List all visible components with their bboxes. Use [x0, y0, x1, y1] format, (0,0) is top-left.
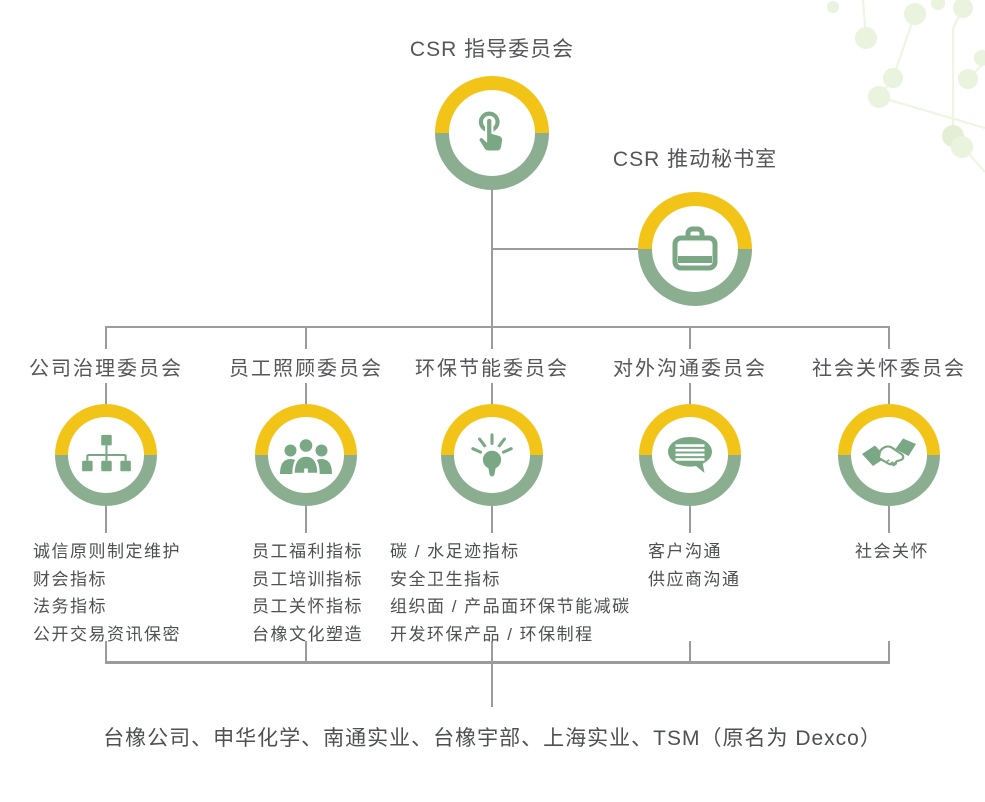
- connector-stub: [105, 641, 107, 662]
- connector-stub: [491, 328, 493, 349]
- list-item: 诚信原则制定维护: [33, 542, 181, 561]
- list-item: 财会指标: [33, 569, 107, 589]
- committee-node-environment: [441, 404, 543, 506]
- committee-items-social-care: 社会关怀: [855, 538, 929, 566]
- committee-items-environment: 碳 / 水足迹指标 安全卫生指标 组织面 / 产品面环保节能减碳 开发环保产品 …: [390, 538, 631, 648]
- connector-stub: [888, 641, 890, 662]
- secretariat-title: CSR 推动秘书室: [612, 148, 778, 171]
- connector-to-subsidiaries: [491, 664, 493, 707]
- connector-stub: [105, 506, 107, 533]
- list-item: 开发环保产品 / 环保制程: [390, 624, 594, 644]
- connector-stub: [105, 328, 107, 349]
- committee-title-communication: 对外沟通委员会: [613, 358, 767, 380]
- list-item: 社会关怀: [855, 542, 929, 561]
- list-item: 员工关怀指标: [252, 597, 363, 616]
- tap-finger-icon: [477, 111, 505, 153]
- connector-stub: [689, 641, 691, 662]
- committee-title-employee-care: 员工照顾委员会: [229, 358, 383, 380]
- committee-node-governance: [55, 404, 157, 506]
- briefcase-icon: [672, 226, 718, 271]
- committee-items-communication: 客户沟通 供应商沟通: [648, 538, 741, 593]
- speech-bubble-icon: [668, 437, 712, 473]
- connector-stub: [888, 383, 890, 404]
- committee-title-environment: 环保节能委员会: [415, 358, 569, 380]
- root-committee-title: CSR 指导委员会: [409, 38, 575, 61]
- handshake-icon: [862, 438, 916, 467]
- list-item: 组织面 / 产品面环保节能减碳: [390, 597, 631, 616]
- committee-items-governance: 诚信原则制定维护 财会指标 法务指标 公开交易资讯保密: [33, 538, 181, 648]
- committee-title-governance: 公司治理委员会: [29, 358, 183, 380]
- committee-node-social-care: [838, 404, 940, 506]
- committee-node-employee-care: [255, 404, 357, 506]
- lightbulb-icon: [471, 433, 513, 477]
- org-hierarchy-icon: [82, 434, 131, 472]
- connector-stub: [305, 506, 307, 533]
- connector-stub: [888, 328, 890, 349]
- connector-main-horizontal: [105, 326, 890, 328]
- connector-stub: [689, 506, 691, 533]
- list-item: 安全卫生指标: [390, 569, 501, 589]
- committee-node-communication: [639, 404, 741, 506]
- secretariat-node: [638, 192, 752, 306]
- connector-to-secretariat: [492, 248, 638, 250]
- connector-stub: [491, 641, 493, 662]
- root-committee-node: [435, 76, 549, 190]
- connector-stub: [305, 641, 307, 662]
- list-item: 员工福利指标: [252, 542, 363, 561]
- connector-stub: [491, 383, 493, 404]
- connector-stub: [689, 383, 691, 404]
- list-item: 员工培训指标: [252, 569, 363, 589]
- connector-stub: [105, 383, 107, 404]
- connector-stub: [491, 506, 493, 533]
- connector-stub: [305, 383, 307, 404]
- connector-stub: [888, 506, 890, 533]
- molecule-network-decoration: [827, 0, 985, 173]
- list-item: 公开交易资讯保密: [33, 624, 181, 644]
- connector-bottom-horizontal: [105, 661, 890, 664]
- connector-stub: [305, 328, 307, 349]
- connector-stub: [689, 328, 691, 349]
- people-group-icon: [280, 436, 332, 476]
- list-item: 碳 / 水足迹指标: [390, 542, 520, 561]
- committee-items-employee-care: 员工福利指标 员工培训指标 员工关怀指标 台橡文化塑造: [252, 538, 363, 648]
- list-item: 供应商沟通: [648, 569, 741, 589]
- connector-root-to-main: [491, 190, 493, 327]
- list-item: 法务指标: [33, 597, 107, 616]
- list-item: 客户沟通: [648, 542, 722, 561]
- committee-title-social-care: 社会关怀委员会: [812, 358, 966, 380]
- list-item: 台橡文化塑造: [252, 624, 363, 644]
- subsidiaries-line: 台橡公司、申华化学、南通实业、台橡宇部、上海实业、TSM（原名为 Dexco）: [103, 727, 882, 750]
